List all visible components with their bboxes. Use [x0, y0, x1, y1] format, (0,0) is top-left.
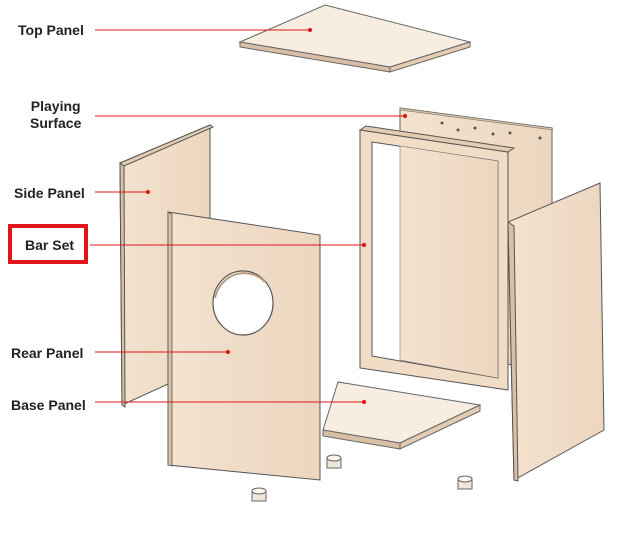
label-top-panel: Top Panel — [18, 22, 84, 38]
label-playing-surface-line2: Surface — [30, 115, 82, 131]
rear-panel-part — [167, 211, 321, 481]
label-playing-surface: Playing Surface — [30, 98, 81, 132]
label-base-panel: Base Panel — [11, 397, 86, 413]
label-playing-surface-line1: Playing — [30, 98, 81, 114]
feet-parts — [251, 454, 473, 502]
label-side-panel: Side Panel — [14, 185, 85, 201]
leader-lines — [90, 27, 408, 405]
bar-set-highlight-box — [8, 224, 88, 264]
right-side-panel-part — [507, 182, 605, 482]
base-panel-part — [322, 381, 482, 450]
label-rear-panel: Rear Panel — [11, 345, 84, 361]
foot-3 — [457, 475, 473, 490]
label-bar-set: Bar Set — [25, 237, 75, 253]
foot-1 — [251, 487, 267, 502]
top-panel-part — [238, 4, 472, 73]
bar-set-part — [358, 125, 516, 391]
foot-2 — [326, 454, 342, 469]
